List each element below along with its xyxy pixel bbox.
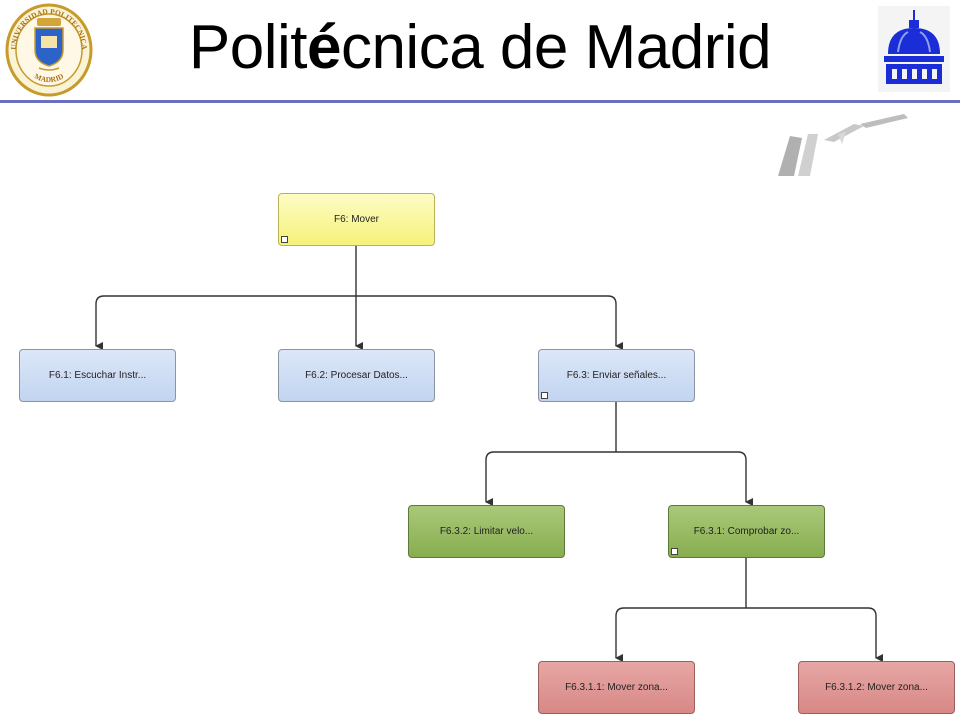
expand-marker-icon[interactable] bbox=[671, 548, 678, 555]
decorative-brush-stroke bbox=[778, 114, 908, 176]
node-f6-mover[interactable]: F6: Mover bbox=[278, 193, 435, 246]
node-label: F6.3.1.2: Mover zona... bbox=[825, 682, 928, 693]
header-divider bbox=[0, 100, 960, 103]
node-f6-2-procesar[interactable]: F6.2: Procesar Datos... bbox=[278, 349, 435, 402]
node-label: F6.2: Procesar Datos... bbox=[305, 370, 408, 381]
node-label: F6.3.2: Limitar velo... bbox=[439, 526, 534, 537]
node-f6-3-1-1-mover[interactable]: F6.3.1.1: Mover zona... bbox=[538, 661, 695, 714]
node-f6-3-1-comprobar[interactable]: F6.3.1: Comprobar zo... bbox=[668, 505, 825, 558]
node-label: F6.3.1: Comprobar zo... bbox=[693, 526, 800, 537]
slide-header: UNIVERSIDAD POLITECNICA MADRID Politécni… bbox=[0, 0, 960, 100]
page-title: Politécnica de Madrid bbox=[188, 13, 772, 82]
node-label: F6.3.1.1: Mover zona... bbox=[565, 682, 668, 693]
node-f6-3-1-2-mover[interactable]: F6.3.1.2: Mover zona... bbox=[798, 661, 955, 714]
dome-logo-icon bbox=[878, 6, 950, 92]
node-f6-3-2-limitar[interactable]: F6.3.2: Limitar velo... bbox=[408, 505, 565, 558]
svg-text:MADRID: MADRID bbox=[33, 71, 66, 84]
node-f6-3-enviar[interactable]: F6.3: Enviar señales... bbox=[538, 349, 695, 402]
expand-marker-icon[interactable] bbox=[281, 236, 288, 243]
university-seal-icon: UNIVERSIDAD POLITECNICA MADRID bbox=[5, 3, 93, 97]
expand-marker-icon[interactable] bbox=[541, 392, 548, 399]
node-label: F6.3: Enviar señales... bbox=[566, 370, 667, 381]
node-label: F6.1: Escuchar Instr... bbox=[48, 370, 147, 381]
node-f6-1-escuchar[interactable]: F6.1: Escuchar Instr... bbox=[19, 349, 176, 402]
node-label: F6: Mover bbox=[333, 214, 379, 225]
